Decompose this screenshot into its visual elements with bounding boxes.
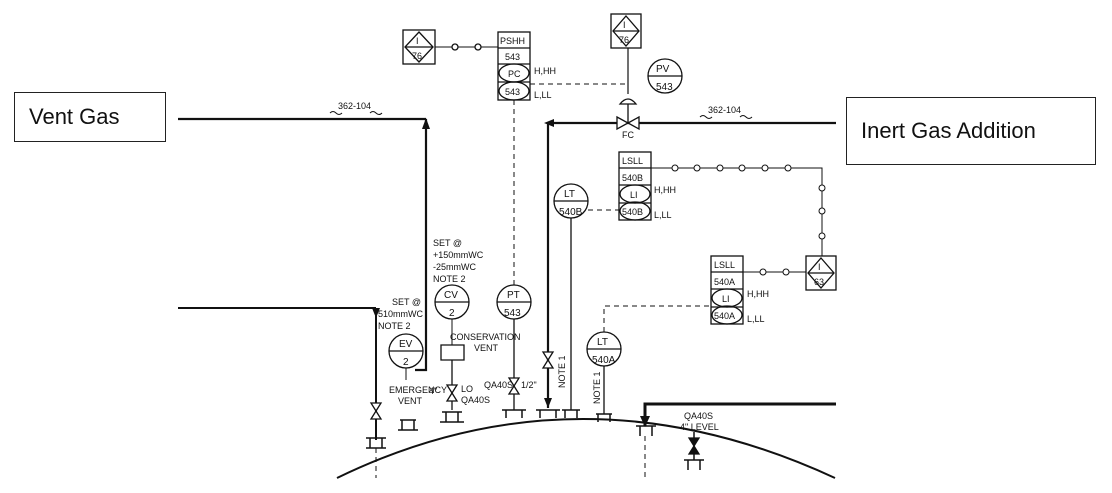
vent-line-number: 362-104 [338, 101, 371, 111]
valve-notes-pt-valve-0-text: QA40S [484, 380, 513, 390]
li-540b-letter-text: LI [630, 190, 638, 200]
cv-2-set-1-text: +150mmWC [433, 250, 484, 260]
interlock-i76-left: I 76 [402, 29, 436, 65]
pt-543-letter-text: PT [507, 290, 520, 301]
ev-2-set-1-text: 510mmWC [378, 309, 424, 319]
pc-543-alarm-low-text: L,LL [534, 90, 552, 100]
pc-543-number-text: 543 [505, 87, 520, 97]
pc-543-alarm-high-text: H,HH [534, 66, 556, 76]
lsll-540b-number-text: 540B [622, 173, 643, 183]
level-inlet-line [643, 402, 836, 426]
interlock-i63-letter-text: I [818, 262, 821, 272]
lt-540b-number-text: 540B [559, 207, 583, 218]
valve-notes-cv-valve-1-text: LO [461, 384, 473, 394]
ev-2-set-2-text: NOTE 2 [378, 321, 411, 331]
valve-notes-cv-valve-2-text: QA40S [461, 395, 490, 405]
li-540a-number-text: 540A [714, 311, 735, 321]
valve-notes-pt-valve-1-text: 1/2" [521, 380, 537, 390]
pc-543-letter-text: PC [508, 69, 521, 79]
line-break-vent [329, 111, 383, 115]
interlock-i76-right-letter-text: I [623, 20, 626, 30]
pshh-543-letter-text: PSHH [500, 36, 525, 46]
pv-control-valve: FC [616, 98, 640, 140]
interlock-i76-left-letter-text: I [416, 36, 419, 46]
pv-543-number-text: 543 [656, 82, 673, 93]
pshh-543-number-text: 543 [505, 52, 520, 62]
li-540b-number-text: 540B [622, 207, 643, 217]
fc-label: FC [622, 130, 634, 140]
tank-nozzles [366, 409, 704, 470]
pv-543-bubble: PV 543 [647, 58, 683, 94]
cv-2-set-3-text: NOTE 2 [433, 274, 466, 284]
ev-2-number-text: 2 [403, 357, 409, 368]
inert-line-number: 362-104 [708, 105, 741, 115]
inert-gas-label: Inert Gas Addition [861, 118, 1036, 143]
tank-top [336, 418, 836, 479]
ev-2-set-0-text: SET @ [392, 297, 421, 307]
valve-notes-cv-valve-0-text: 4" [429, 386, 437, 396]
cv-2-label-1-text: VENT [474, 343, 499, 353]
li-540a-alarm-low-text: L,LL [747, 314, 765, 324]
cv-2-set-2-text: -25mmWC [433, 262, 476, 272]
lt-540b-bubble: LT 540B [553, 183, 589, 219]
lsll-li-540b: LSLL 540B LI 540B H,HH L,LL [618, 151, 676, 221]
ev-2-label-1-text: VENT [398, 396, 423, 406]
interlock-i76-left-number-text: 76 [412, 51, 422, 61]
cv-2-letter-text: CV [444, 290, 458, 301]
lsll-540a-number-text: 540A [714, 277, 735, 287]
pshh-pc-543: PSHH 543 PC 543 H,HH L,LL [497, 31, 556, 101]
li-540b-alarm-high-text: H,HH [654, 185, 676, 195]
lt-540a-letter-text: LT [597, 337, 608, 348]
li-540b-alarm-low-text: L,LL [654, 210, 672, 220]
lsll-li-540a: LSLL 540A LI 540A H,HH L,LL [710, 255, 769, 325]
valve-notes-level-nozzle-1-text: 4" LEVEL [680, 422, 719, 432]
pv-543-letter-text: PV [656, 64, 670, 75]
lsll-540b-letter-text: LSLL [622, 156, 643, 166]
valve-notes-level-nozzle-0-text: QA40S [684, 411, 713, 421]
ev-2-bubble: EV 2 [388, 333, 424, 369]
interlock-i76-right: I 76 [610, 13, 642, 49]
cv-2-bubble: CV 2 [434, 284, 470, 320]
pt-543-bubble: PT 543 [496, 284, 532, 320]
valve-notes-note1-b-text: NOTE 1 [592, 371, 602, 404]
cv-2-label-0-text: CONSERVATION [450, 332, 521, 342]
li-540a-alarm-high-text: H,HH [747, 289, 769, 299]
interlock-i76-right-number-text: 76 [619, 35, 629, 45]
ev-2-label-0-text: EMERGENCY [389, 385, 447, 395]
vent-gas-callout: Vent Gas [14, 92, 166, 142]
cv-2-number-text: 2 [449, 308, 455, 319]
inert-gas-callout: Inert Gas Addition [846, 97, 1096, 165]
interlock-i63-number-text: 63 [814, 277, 824, 287]
pt-543-number-text: 543 [504, 308, 521, 319]
lt-540b-letter-text: LT [564, 189, 575, 200]
vent-gas-label: Vent Gas [29, 104, 120, 129]
ev-2-letter-text: EV [399, 339, 413, 350]
lsll-540a-letter-text: LSLL [714, 260, 735, 270]
lt-540a-bubble: LT 540A [586, 331, 622, 367]
lt-540a-number-text: 540A [592, 355, 616, 366]
cv-2-set-0-text: SET @ [433, 238, 462, 248]
li-540a-letter-text: LI [722, 294, 730, 304]
valve-notes-note1-a-text: NOTE 1 [557, 355, 567, 388]
interlock-i63: I 63 [805, 255, 837, 291]
